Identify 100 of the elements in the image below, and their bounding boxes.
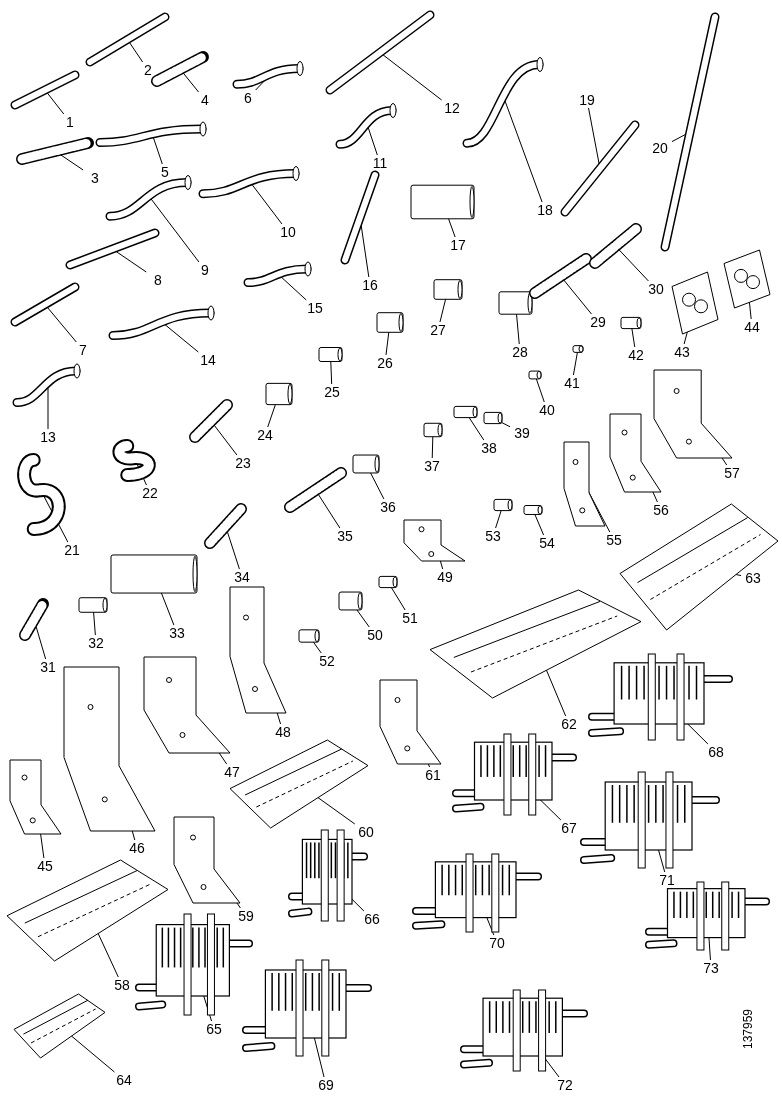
callout-number: 52 xyxy=(315,653,339,669)
callout-number: 19 xyxy=(575,92,599,108)
callout-number: 62 xyxy=(557,716,581,732)
callout-number: 27 xyxy=(426,322,450,338)
callout-number: 36 xyxy=(376,499,400,515)
bent-pipe-drawing xyxy=(243,260,315,290)
callout-number: 11 xyxy=(368,155,392,171)
bracket-drawing xyxy=(142,655,232,755)
callout-number: 3 xyxy=(83,170,107,186)
callout-number: 23 xyxy=(231,455,255,471)
callout-number: 64 xyxy=(112,1072,136,1088)
heater-core-drawing xyxy=(588,652,733,742)
callout-number: 21 xyxy=(60,542,84,558)
callout-number: 20 xyxy=(648,140,672,156)
fitting-drawing xyxy=(528,368,542,382)
leader-line xyxy=(367,125,378,156)
callout-number: 38 xyxy=(477,440,501,456)
duct-drawing xyxy=(12,992,107,1060)
leader-line xyxy=(42,494,69,543)
leader-line xyxy=(250,182,283,225)
callout-number: 26 xyxy=(373,355,397,371)
bracket-drawing xyxy=(652,368,734,460)
pipe-drawing xyxy=(560,120,640,217)
callout-number: 71 xyxy=(655,872,679,888)
callout-number: 48 xyxy=(271,724,295,740)
bracket-drawing xyxy=(8,758,63,836)
callout-number: 22 xyxy=(138,485,162,501)
callout-number: 40 xyxy=(535,402,559,418)
callout-number: 31 xyxy=(36,659,60,675)
bracket-drawing xyxy=(608,412,663,494)
callout-number: 73 xyxy=(699,960,723,976)
pipe-drawing xyxy=(10,70,80,110)
callout-number: 72 xyxy=(553,1077,577,1093)
callout-number: 29 xyxy=(586,314,610,330)
corrugated-hose-drawing xyxy=(15,136,95,166)
callout-number: 41 xyxy=(560,375,584,391)
pipe-drawing xyxy=(325,10,435,95)
pipe-drawing xyxy=(340,170,380,265)
duct-drawing xyxy=(5,858,170,963)
callout-number: 55 xyxy=(602,532,626,548)
fitting-drawing xyxy=(523,502,543,518)
callout-number: 1 xyxy=(58,114,82,130)
bracket-drawing xyxy=(402,518,467,563)
callout-number: 9 xyxy=(193,262,217,278)
callout-number: 66 xyxy=(360,911,384,927)
heater-core-drawing xyxy=(135,912,253,1017)
bracket-drawing xyxy=(562,440,607,528)
pipe-drawing xyxy=(65,228,160,270)
leader-line xyxy=(504,99,543,203)
callout-number: 51 xyxy=(398,610,422,626)
bracket-drawing xyxy=(378,678,443,766)
callout-number: 39 xyxy=(510,425,534,441)
callout-number: 49 xyxy=(433,569,457,585)
callout-number: 14 xyxy=(196,352,220,368)
callout-number: 60 xyxy=(354,824,378,840)
callout-number: 18 xyxy=(533,202,557,218)
heater-core-drawing xyxy=(580,770,720,870)
corrugated-hose-drawing xyxy=(528,252,593,300)
callout-number: 28 xyxy=(508,344,532,360)
callout-number: 30 xyxy=(644,281,668,297)
callout-number: 43 xyxy=(670,344,694,360)
leader-line xyxy=(149,197,200,263)
fitting-drawing xyxy=(572,343,584,355)
callout-number: 4 xyxy=(193,92,217,108)
corrugated-hose-drawing xyxy=(588,222,643,270)
callout-number: 25 xyxy=(320,384,344,400)
callout-number: 57 xyxy=(720,465,744,481)
flange-plate-drawing xyxy=(722,248,772,310)
corrugated-hose-drawing xyxy=(18,597,50,642)
callout-number: 54 xyxy=(535,535,559,551)
callout-number: 69 xyxy=(314,1077,338,1093)
callout-number: 7 xyxy=(71,342,95,358)
flange-plate-drawing xyxy=(670,270,720,336)
pipe-drawing xyxy=(10,282,80,327)
bracket-drawing xyxy=(228,585,288,715)
callout-number: 56 xyxy=(649,502,673,518)
callout-number: 61 xyxy=(421,767,445,783)
duct-drawing xyxy=(428,588,643,700)
heater-core-drawing xyxy=(460,988,588,1073)
callout-number: 34 xyxy=(230,569,254,585)
callout-number: 2 xyxy=(136,62,160,78)
callout-number: 50 xyxy=(363,627,387,643)
corrugated-hose-drawing xyxy=(283,466,348,514)
callout-number: 33 xyxy=(165,625,189,641)
callout-number: 13 xyxy=(36,429,60,445)
corrugated-hose-drawing xyxy=(150,50,210,88)
heater-core-drawing xyxy=(412,852,542,934)
callout-number: 35 xyxy=(333,528,357,544)
callout-number: 32 xyxy=(84,635,108,651)
callout-number: 63 xyxy=(741,570,765,586)
callout-number: 59 xyxy=(234,908,258,924)
callout-number: 45 xyxy=(33,858,57,874)
callout-number: 12 xyxy=(440,100,464,116)
callout-number: 58 xyxy=(110,977,134,993)
callout-number: 16 xyxy=(358,277,382,293)
callout-number: 47 xyxy=(220,764,244,780)
callout-number: 24 xyxy=(253,427,277,443)
callout-number: 70 xyxy=(485,935,509,951)
callout-number: 53 xyxy=(481,528,505,544)
callout-number: 46 xyxy=(125,840,149,856)
